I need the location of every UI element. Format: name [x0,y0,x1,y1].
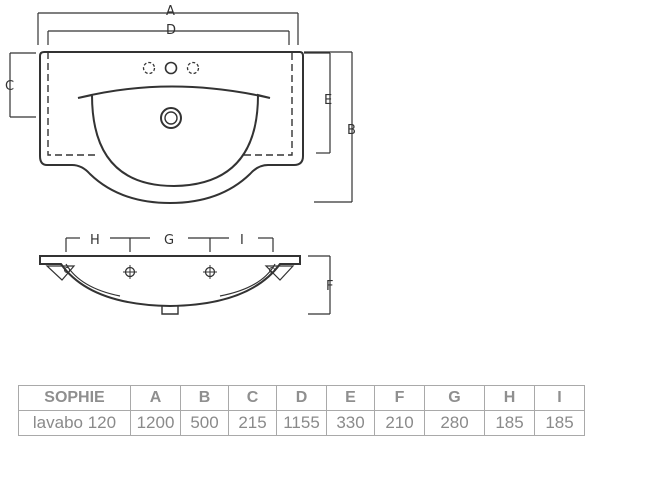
label-a: A [166,4,175,19]
dimension-c [9,52,36,118]
table-cell: lavabo 120 [18,410,131,436]
label-i: I [240,233,244,248]
dimension-e [304,52,331,154]
table-header-row: SOPHIE A B C D E F G H I [18,385,585,411]
table-cell: 215 [228,410,277,436]
fixing-hole-icon [203,265,217,279]
table-header-cell: E [326,385,375,411]
label-e: E [324,93,332,108]
basin-bowl [77,85,271,188]
dimension-hgi [65,237,274,252]
dimension-d [47,30,290,45]
table-header-cell: SOPHIE [18,385,131,411]
basin-top-outline [39,51,304,205]
table-cell: 185 [534,410,585,436]
table-cell: 1200 [130,410,181,436]
table-header-cell: F [374,385,425,411]
basin-front-profile [39,255,301,308]
dimension-f [308,255,331,315]
tap-holes-icon [142,61,200,75]
label-d: D [166,23,176,38]
table-header-cell: G [424,385,485,411]
label-b: B [347,123,356,138]
table-cell: 500 [180,410,229,436]
table-cell: 185 [484,410,535,436]
table-cell: 330 [326,410,375,436]
table-row: lavabo 120 1200 500 215 1155 330 210 280… [18,410,585,436]
dimension-b [304,51,353,203]
table-header-cell: B [180,385,229,411]
table-header-cell: D [276,385,327,411]
dimensions-table: SOPHIE A B C D E F G H I lavabo 120 1200… [18,385,585,436]
table-header-cell: H [484,385,535,411]
table-header-cell: A [130,385,181,411]
table-cell: 210 [374,410,425,436]
table-header-cell: C [228,385,277,411]
washbasin-technical-drawing: A D C E B H G I F [5,4,356,315]
bracket-screw-icon [269,267,275,273]
support-bracket-left [45,265,76,281]
basin-inner-rim-dashed [47,52,293,156]
label-c: C [5,79,14,94]
basin-front-inner-line [65,263,276,297]
table-cell: 1155 [276,410,327,436]
drain-outlet [161,306,179,315]
label-h: H [90,233,100,248]
table-cell: 280 [424,410,485,436]
bracket-screw-icon [64,267,70,273]
dimension-a [37,12,299,45]
drain-icon [160,107,182,129]
label-f: F [326,279,333,294]
fixing-hole-icon [123,265,137,279]
label-g: G [164,233,174,248]
support-bracket-right [264,265,295,281]
table-header-cell: I [534,385,585,411]
